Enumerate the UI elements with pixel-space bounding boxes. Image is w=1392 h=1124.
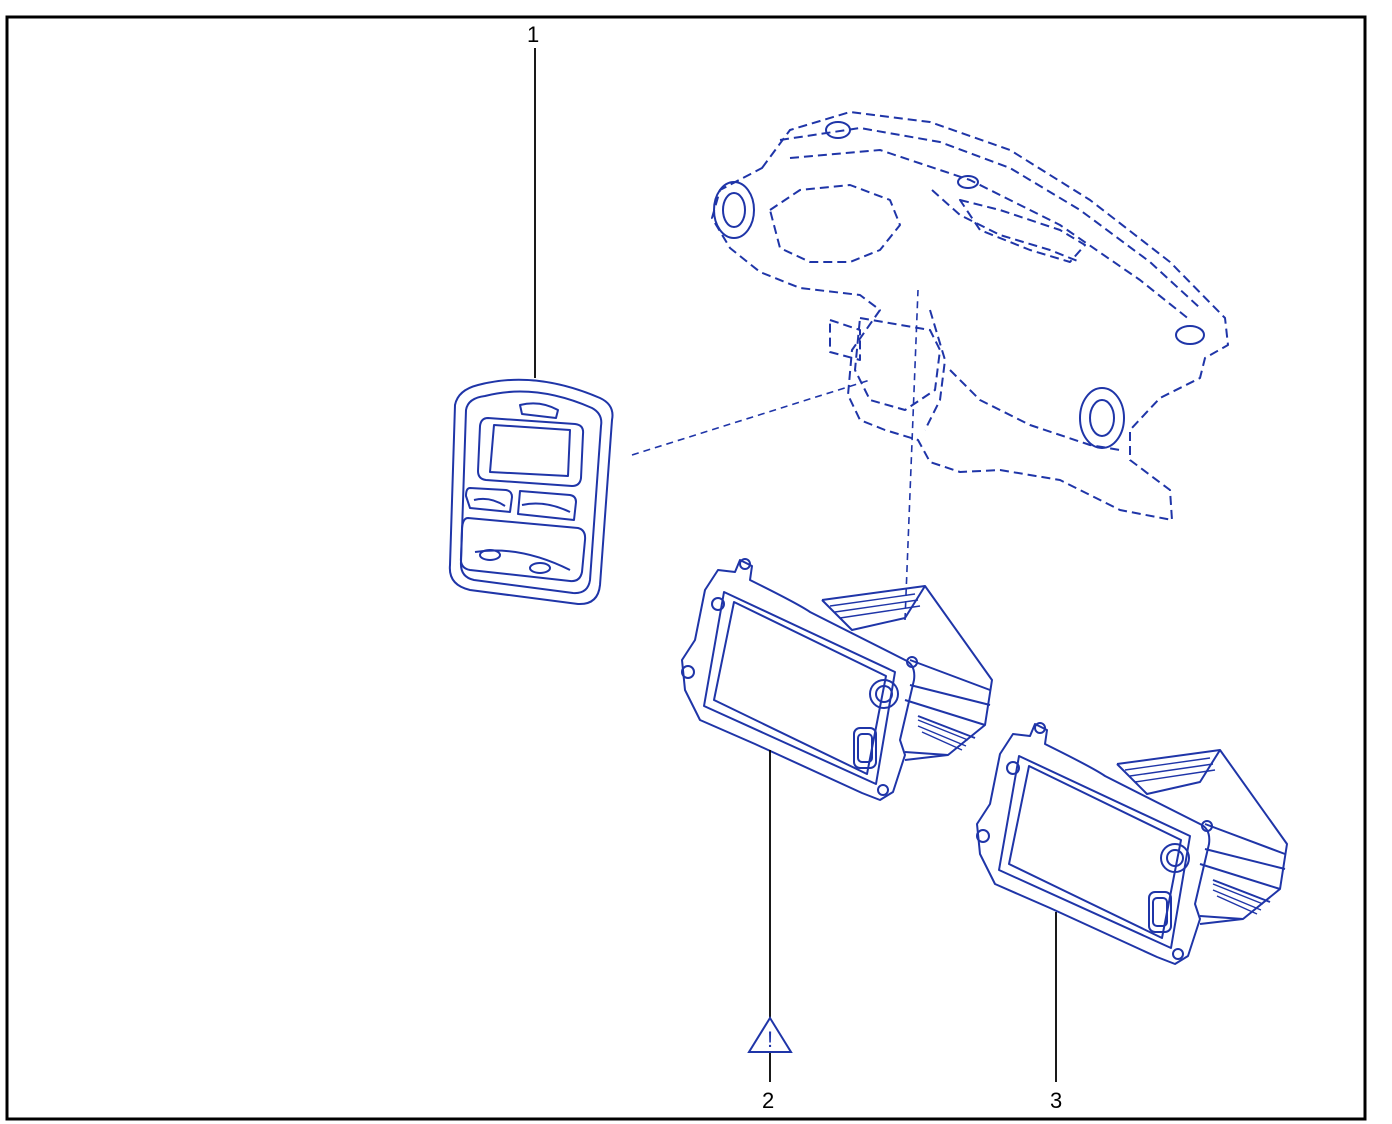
multimedia-unit-vents: [829, 593, 969, 751]
dashboard-phantom: [711, 111, 1229, 521]
control-panel-bezel: [448, 378, 614, 606]
diagram-frame: [5, 15, 1367, 1121]
multimedia-display-unit-alternate: [976, 722, 1288, 965]
callout-label-1: 1: [527, 22, 540, 47]
assembly-guide-lines: [631, 289, 919, 621]
warning-symbol: !: [767, 1027, 773, 1052]
callout-label-3: 3: [1050, 1088, 1063, 1113]
multimedia-unit-alternate-vents: [1124, 757, 1264, 915]
leader-lines: [534, 48, 1057, 1082]
dashboard-vents: [713, 121, 1205, 449]
multimedia-display-unit: [681, 558, 993, 801]
callout-label-2: 2: [762, 1088, 775, 1113]
warning-icon: !: [747, 1016, 793, 1053]
